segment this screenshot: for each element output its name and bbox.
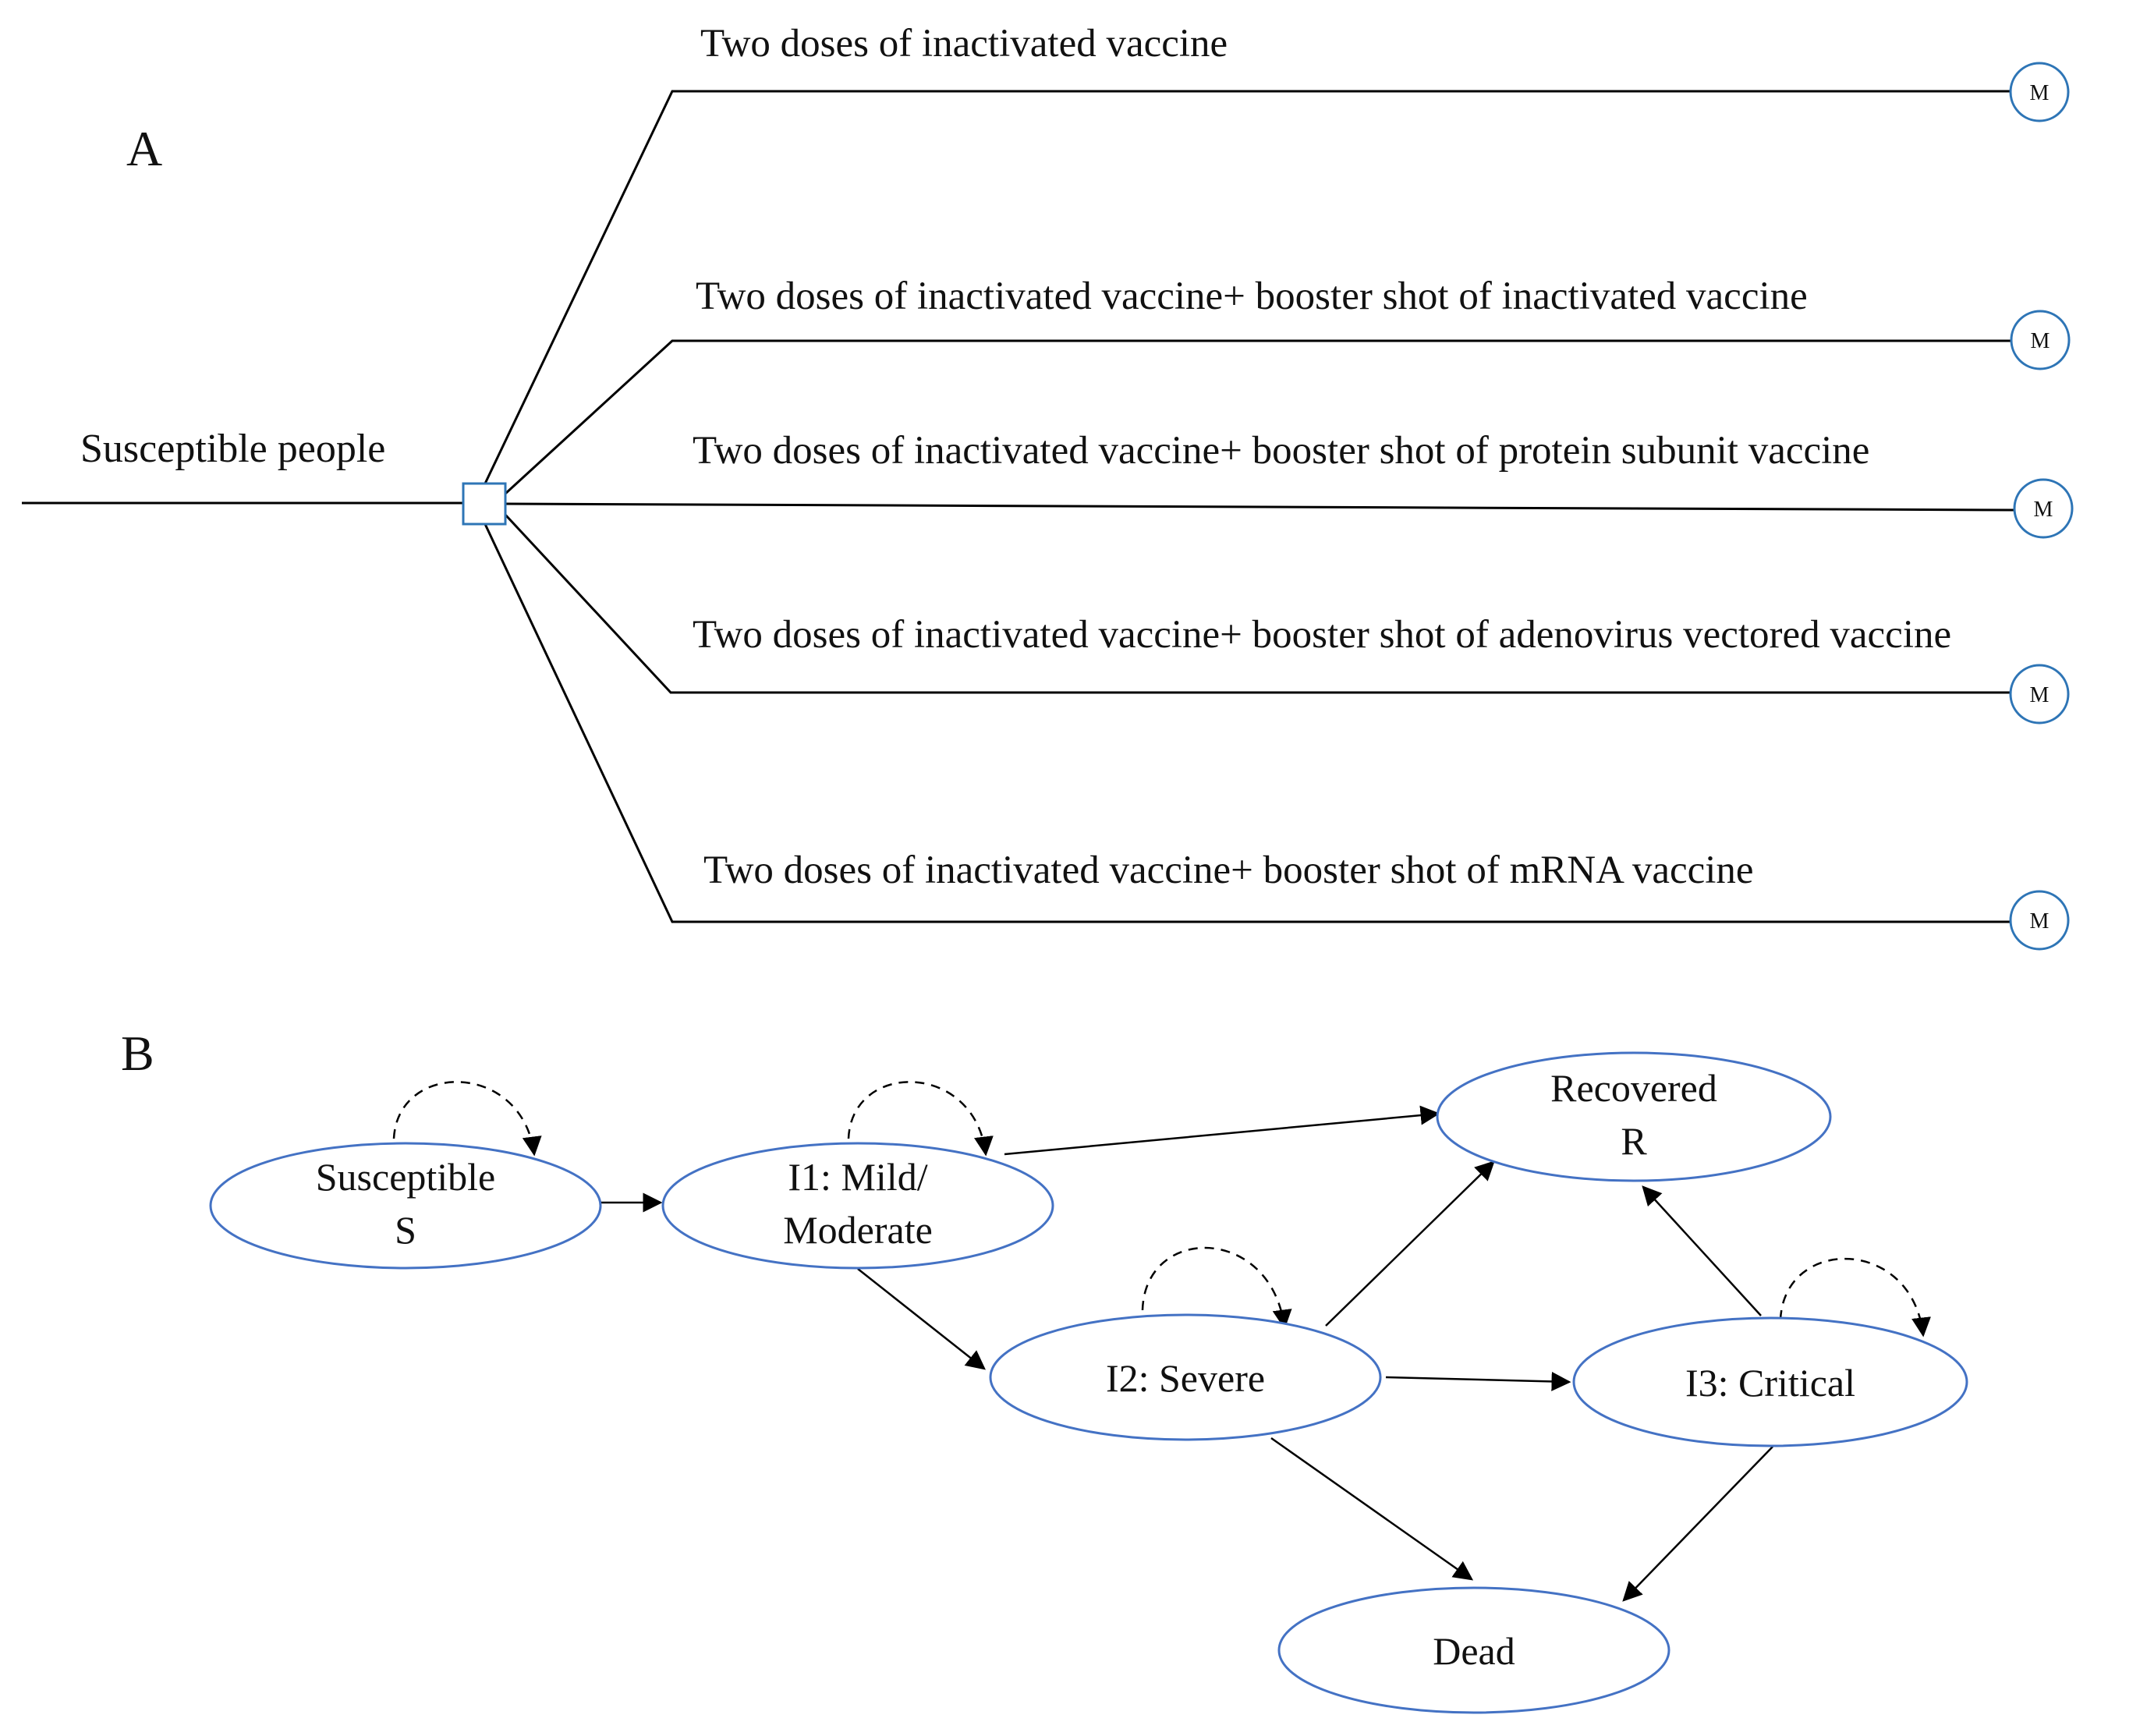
svg-text:Dead: Dead: [1433, 1629, 1515, 1673]
svg-text:M: M: [2031, 329, 2050, 353]
markov-node-3: M: [2013, 478, 2074, 539]
arrow-severe-to-critical: [1385, 1371, 1571, 1391]
svg-text:M: M: [2030, 81, 2050, 105]
svg-text:I3: Critical: I3: Critical: [1685, 1361, 1855, 1405]
svg-text:M: M: [2030, 683, 2050, 707]
markov-node-1: M: [2009, 62, 2070, 122]
panel-b: B Susceptible S I1: Mild/ Moderate Recov…: [121, 1026, 1968, 1714]
svg-text:M: M: [2030, 909, 2050, 934]
state-recovered: Recovered R: [1436, 1051, 1832, 1182]
svg-text:Susceptible: Susceptible: [316, 1155, 496, 1199]
branch-label-1: Two doses of inactivated vaccine: [700, 22, 1228, 66]
svg-text:Moderate: Moderate: [783, 1208, 933, 1252]
branch-label-4: Two doses of inactivated vaccine+ booste…: [693, 613, 1951, 657]
branch-label-3: Two doses of inactivated vaccine+ booste…: [693, 429, 1869, 473]
markov-node-4: M: [2009, 664, 2070, 725]
panel-b-label: B: [121, 1026, 154, 1081]
svg-text:S: S: [395, 1208, 416, 1252]
branch-line-5: [484, 523, 2011, 923]
arrow-severe-to-recovered: [1325, 1160, 1495, 1327]
svg-text:I1: Mild/: I1: Mild/: [788, 1155, 927, 1199]
svg-text:R: R: [1621, 1119, 1647, 1163]
svg-text:I2: Severe: I2: Severe: [1106, 1356, 1265, 1400]
self-loop-susceptible: [392, 1081, 542, 1157]
self-loop-severe: [1141, 1246, 1292, 1330]
arrow-severe-to-dead: [1270, 1437, 1474, 1581]
markov-node-5: M: [2009, 890, 2070, 951]
root-label: Susceptible people: [80, 427, 385, 471]
arrow-mild-to-recovered: [1004, 1105, 1440, 1156]
branch-line-1: [484, 90, 2011, 484]
arrow-critical-to-dead: [1622, 1446, 1773, 1602]
state-dead: Dead: [1277, 1586, 1670, 1714]
markov-node-2: M: [2010, 310, 2071, 370]
decision-node: [462, 482, 507, 526]
branch-line-3: [505, 502, 2015, 512]
branch-line-2: [504, 339, 2012, 495]
arrow-mild-to-severe: [857, 1268, 986, 1370]
branch-line-4: [504, 513, 2011, 694]
svg-text:M: M: [2034, 498, 2053, 522]
state-severe: I2: Severe: [989, 1313, 1382, 1441]
panel-a: A Susceptible people Two doses of inacti…: [22, 22, 2074, 951]
arrow-critical-to-recovered: [1642, 1185, 1762, 1316]
svg-text:Recovered: Recovered: [1550, 1066, 1717, 1110]
state-mild-moderate: I1: Mild/ Moderate: [661, 1142, 1054, 1270]
self-loop-critical: [1779, 1258, 1931, 1337]
panel-a-label: A: [126, 121, 162, 176]
branch-label-5: Two doses of inactivated vaccine+ booste…: [703, 849, 1754, 892]
branch-label-2: Two doses of inactivated vaccine+ booste…: [696, 275, 1808, 318]
state-susceptible: Susceptible S: [209, 1142, 602, 1270]
state-critical: I3: Critical: [1572, 1316, 1968, 1447]
